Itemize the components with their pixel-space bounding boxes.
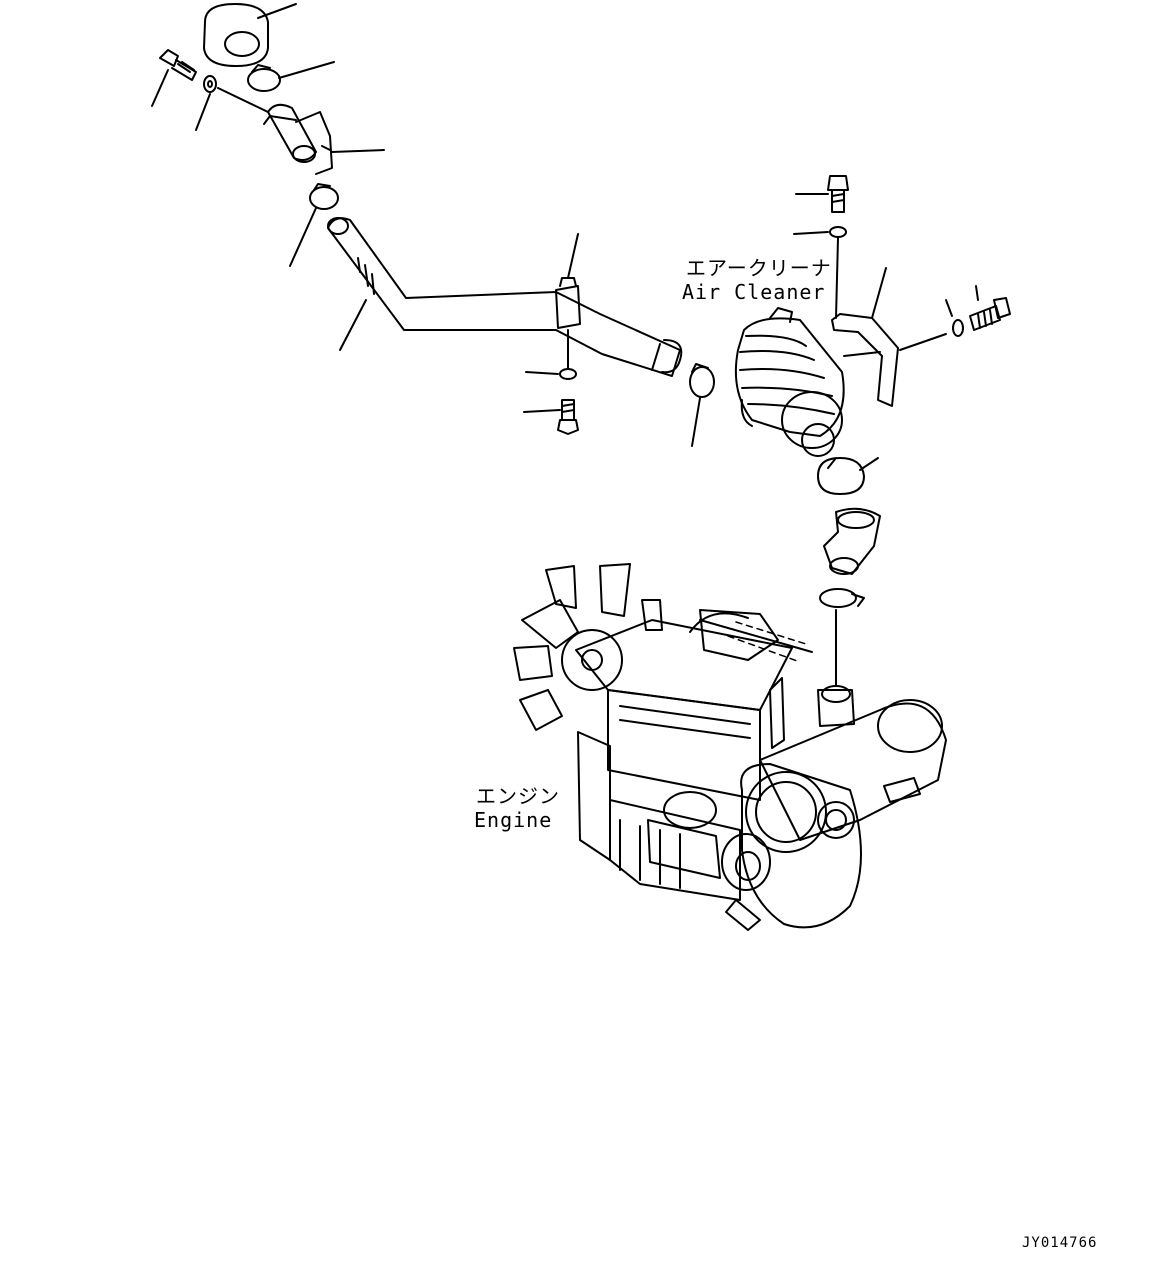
air-cleaner-label-en: Air Cleaner [682, 280, 826, 304]
hose-band [523, 233, 581, 435]
washer-upper-left [195, 75, 269, 131]
outlet-clamp [817, 457, 879, 495]
air-cleaner-inlet-clamp [689, 363, 715, 447]
drawing-number: JY014766 [1022, 1235, 1098, 1251]
middle-clamp [289, 183, 339, 267]
short-pipe-with-bracket [263, 103, 385, 175]
bolt-top-right [793, 175, 849, 319]
air-cleaner-bracket [831, 267, 947, 407]
lower-clamp [819, 588, 865, 687]
bolt-right [945, 285, 1011, 337]
engine-label-en: Engine [474, 808, 553, 832]
engine-label-jp: エンジン [476, 784, 560, 808]
engine [513, 563, 947, 931]
bolt-upper-left [151, 49, 197, 107]
upper-clamp [247, 61, 335, 92]
intake-hose [327, 217, 683, 377]
elbow-hose [823, 507, 881, 575]
air-cleaner-label-jp: エアークリーナ [686, 256, 832, 280]
air-cleaner-body [734, 307, 845, 457]
precleaner-cap [203, 3, 297, 67]
engine-hidden-lines [727, 621, 807, 663]
